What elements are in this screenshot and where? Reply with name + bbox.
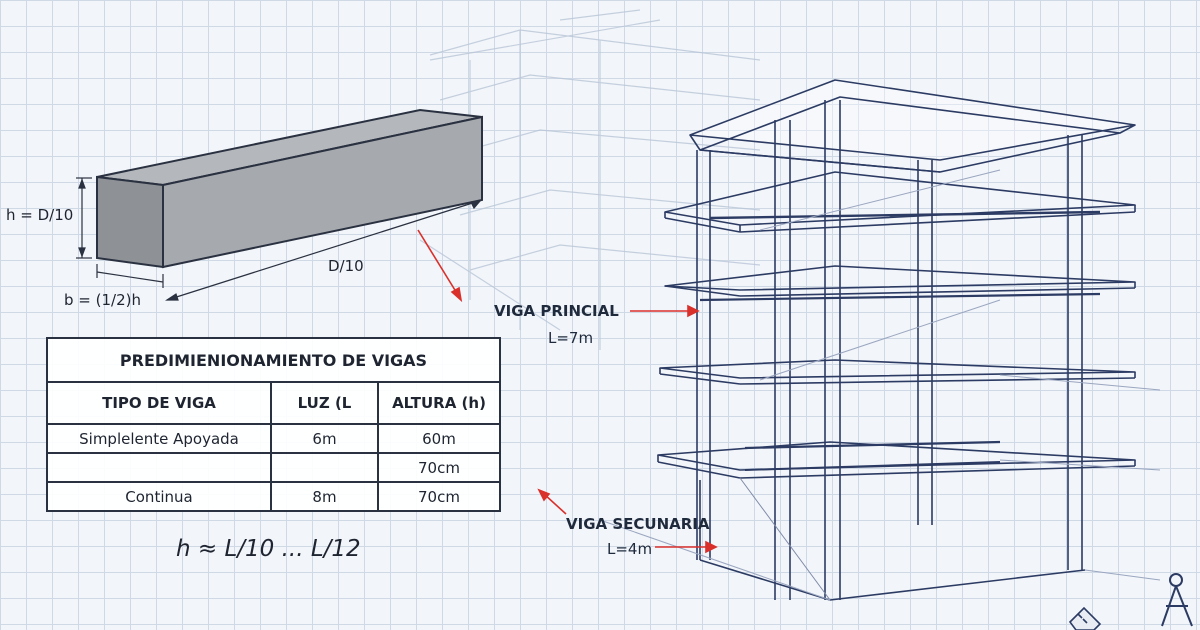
table-header-height: ALTURA (h) [377,381,501,425]
primary-beam-span: L=7m [548,329,594,347]
table-cell: 8m [270,481,379,512]
beam-front-face [96,175,164,269]
secondary-beam-span: L=4m [607,540,653,558]
beam-sizing-table: PREDIMIENIONAMIENTO DE VIGAS TIPO DE VIG… [46,337,501,512]
secondary-beam-title: VIGA SECUNARIA [566,515,710,533]
compass-icon [1161,573,1193,627]
table-cell [270,452,379,483]
table-cell: 60m [377,423,501,454]
table-cell: Continua [46,481,272,512]
table-header-span: LUZ (L [270,381,379,425]
table-cell: 6m [270,423,379,454]
beam-depth-formula: h ≈ L/10 ... L/12 [176,536,361,562]
table-title: PREDIMIENIONAMIENTO DE VIGAS [46,337,501,383]
table-cell: 70cm [377,452,501,483]
table-cell [46,452,272,483]
ruler-icon [1068,606,1102,630]
beam-height-label: h = D/10 [6,206,74,224]
table-cell: 70cm [377,481,501,512]
beam-width-label: b = (1/2)h [64,291,141,309]
table-row: 70cm [46,452,501,483]
table-row: Continua 8m 70cm [46,481,501,512]
table-row: Simplelente Apoyada 6m 60m [46,423,501,454]
primary-beam-title: VIGA PRINCIAL [494,302,619,320]
beam-length-label: D/10 [328,257,364,275]
table-header-type: TIPO DE VIGA [46,381,272,425]
table-cell: Simplelente Apoyada [46,423,272,454]
